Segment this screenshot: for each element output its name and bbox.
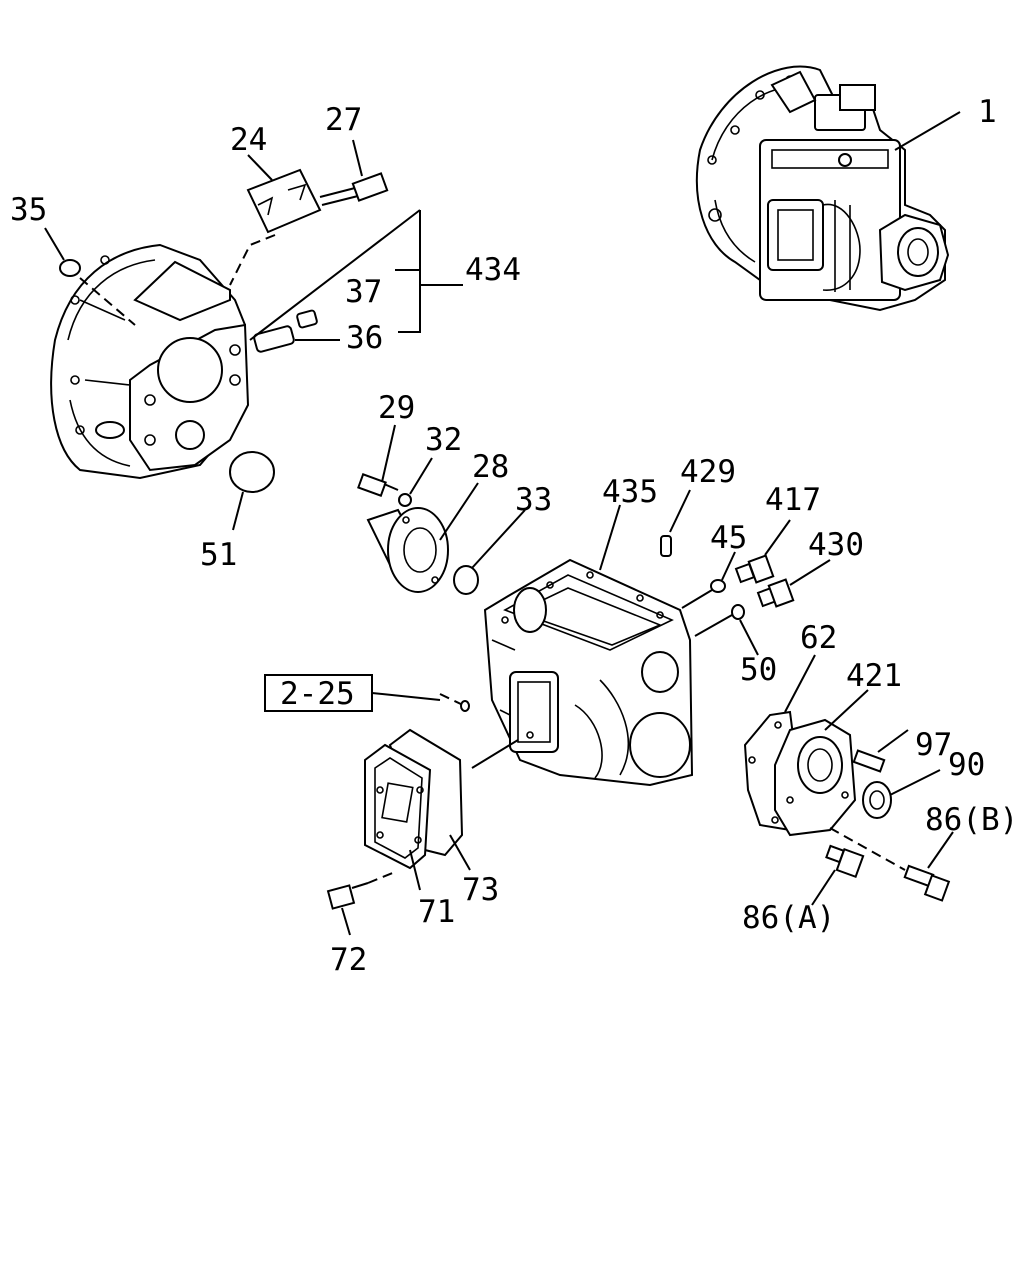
- seal-33: [453, 565, 479, 595]
- washer-35: [59, 259, 81, 277]
- reference-label-2-25[interactable]: 2-25: [280, 676, 355, 712]
- callout-71: 71: [418, 894, 455, 930]
- clutch-housing: [50, 243, 250, 480]
- callout-29: 29: [378, 390, 415, 426]
- cover-51: [229, 451, 275, 493]
- callout-35: 35: [10, 192, 47, 228]
- callout-430: 430: [808, 527, 864, 563]
- callout-62: 62: [800, 620, 837, 656]
- callout-434: 434: [465, 252, 521, 288]
- callout-421: 421: [846, 658, 902, 694]
- pin-429: [660, 535, 672, 557]
- callout-86b: 86(B): [925, 802, 1018, 838]
- seal-90: [862, 781, 892, 819]
- callout-27: 27: [325, 102, 362, 138]
- callout-50: 50: [740, 652, 777, 688]
- callout-36: 36: [346, 320, 383, 356]
- bolt-86a: [825, 844, 865, 879]
- plug-417: [734, 554, 775, 584]
- callout-37: 37: [345, 274, 382, 310]
- callout-435: 435: [602, 474, 658, 510]
- o-ring-45: [710, 579, 726, 593]
- callout-24: 24: [230, 122, 267, 158]
- dowel-37: [296, 309, 318, 329]
- callout-417: 417: [765, 482, 821, 518]
- bearing-retainer-28: [366, 507, 449, 593]
- callout-429: 429: [680, 454, 736, 490]
- callout-97: 97: [915, 727, 952, 763]
- leader-1: [894, 111, 961, 151]
- plug-430: [756, 578, 795, 608]
- callout-33: 33: [515, 482, 552, 518]
- callout-73: 73: [462, 872, 499, 908]
- plate-24: [246, 168, 322, 234]
- bolt-27: [319, 172, 389, 206]
- o-ring-50: [731, 604, 745, 620]
- transmission-case-435: [483, 558, 694, 787]
- cover-71: [364, 743, 432, 870]
- bolt-72: [326, 882, 369, 910]
- washer-32: [398, 493, 412, 507]
- callout-1: 1: [978, 94, 997, 130]
- callout-45: 45: [710, 520, 747, 556]
- bolt-86b: [903, 864, 951, 902]
- callout-28: 28: [472, 449, 509, 485]
- callout-51: 51: [200, 537, 237, 573]
- bolt-29: [357, 473, 399, 497]
- bolt-97: [852, 749, 886, 773]
- rear-cover-421: [774, 718, 857, 837]
- transmission-assembly: [696, 65, 950, 312]
- pin-36: [253, 325, 295, 353]
- callout-32: 32: [425, 422, 462, 458]
- callout-90: 90: [948, 747, 985, 783]
- callout-86a: 86(A): [742, 900, 835, 936]
- callout-72: 72: [330, 942, 367, 978]
